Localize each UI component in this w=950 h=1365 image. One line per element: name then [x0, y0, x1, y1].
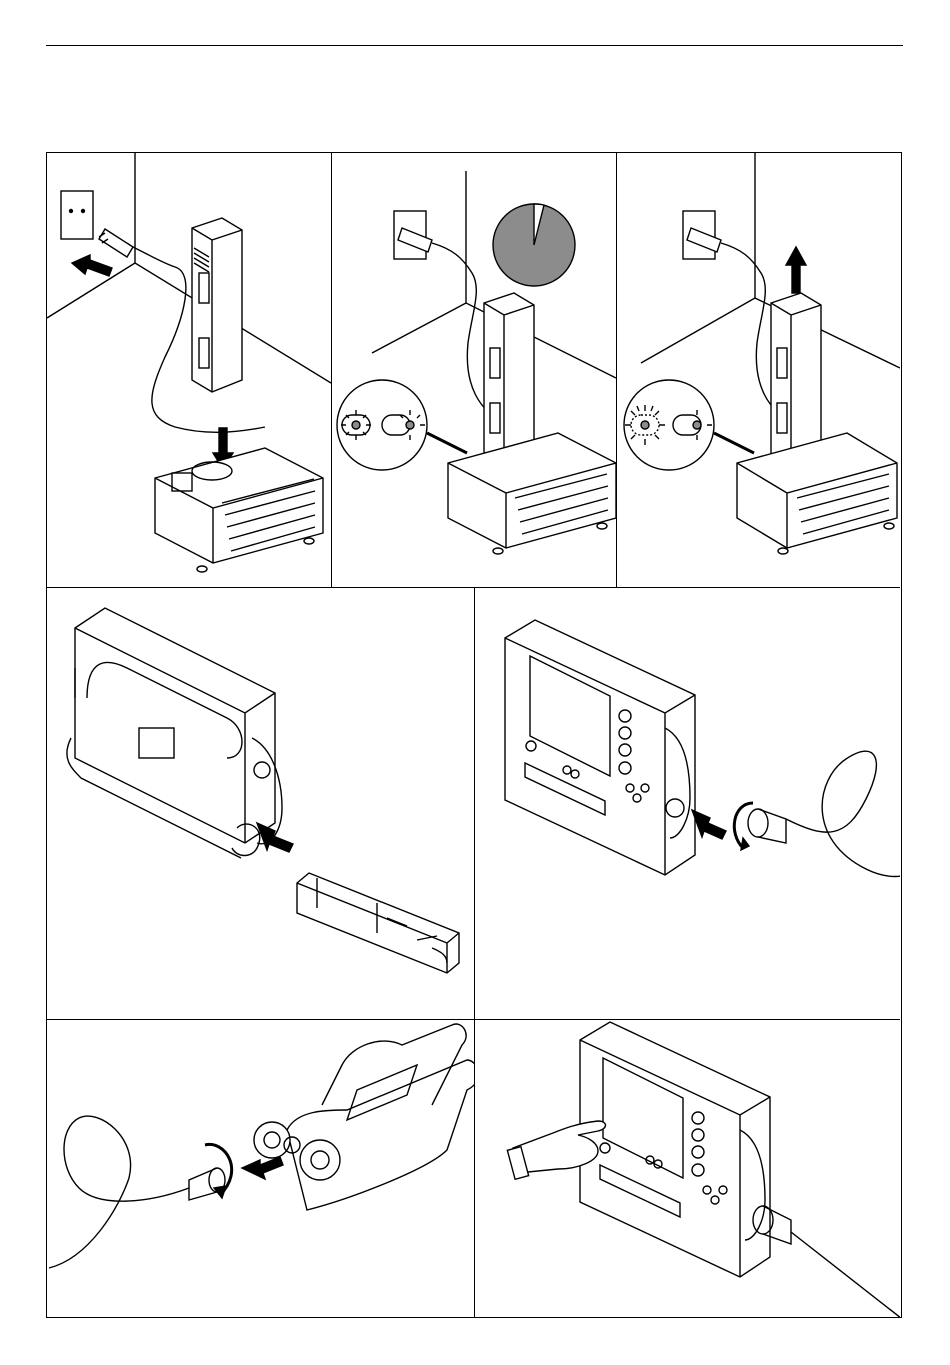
charger-icon [737, 433, 897, 554]
charger-icon [155, 448, 323, 572]
figure-1-panel [47, 153, 331, 587]
cable-icon [49, 1116, 189, 1268]
monitor-device-icon [580, 1022, 770, 1277]
arrow-icon [72, 255, 112, 276]
illustration-frame [46, 152, 902, 1318]
arrow-icon [257, 823, 293, 852]
arrow-icon [692, 810, 726, 839]
arrow-icon [242, 1157, 283, 1179]
cable-connector-icon [49, 1116, 225, 1268]
battery-icon [192, 218, 242, 392]
monitor-device-icon [505, 620, 695, 875]
device-back-icon [67, 608, 282, 858]
arrow-up-icon [786, 247, 806, 293]
figure-4-panel [47, 588, 474, 1019]
led-indicator-icon [337, 380, 467, 470]
top-rule [46, 45, 903, 46]
battery-pack-icon [297, 873, 459, 973]
figure-7-panel [475, 1020, 900, 1317]
pie-timer-icon [493, 204, 575, 286]
scanner-icon [254, 1024, 474, 1210]
charger-icon [448, 433, 616, 554]
figure-6-panel [47, 1020, 474, 1317]
figure-2-panel [332, 153, 616, 587]
figure-3-panel [617, 153, 900, 587]
cable-icon [753, 1206, 900, 1317]
rotate-arrow-icon [734, 803, 753, 850]
figure-5-panel [475, 588, 900, 1019]
cable-connector-icon [748, 751, 900, 876]
led-indicator-icon [624, 380, 754, 470]
battery-icon [771, 293, 821, 467]
